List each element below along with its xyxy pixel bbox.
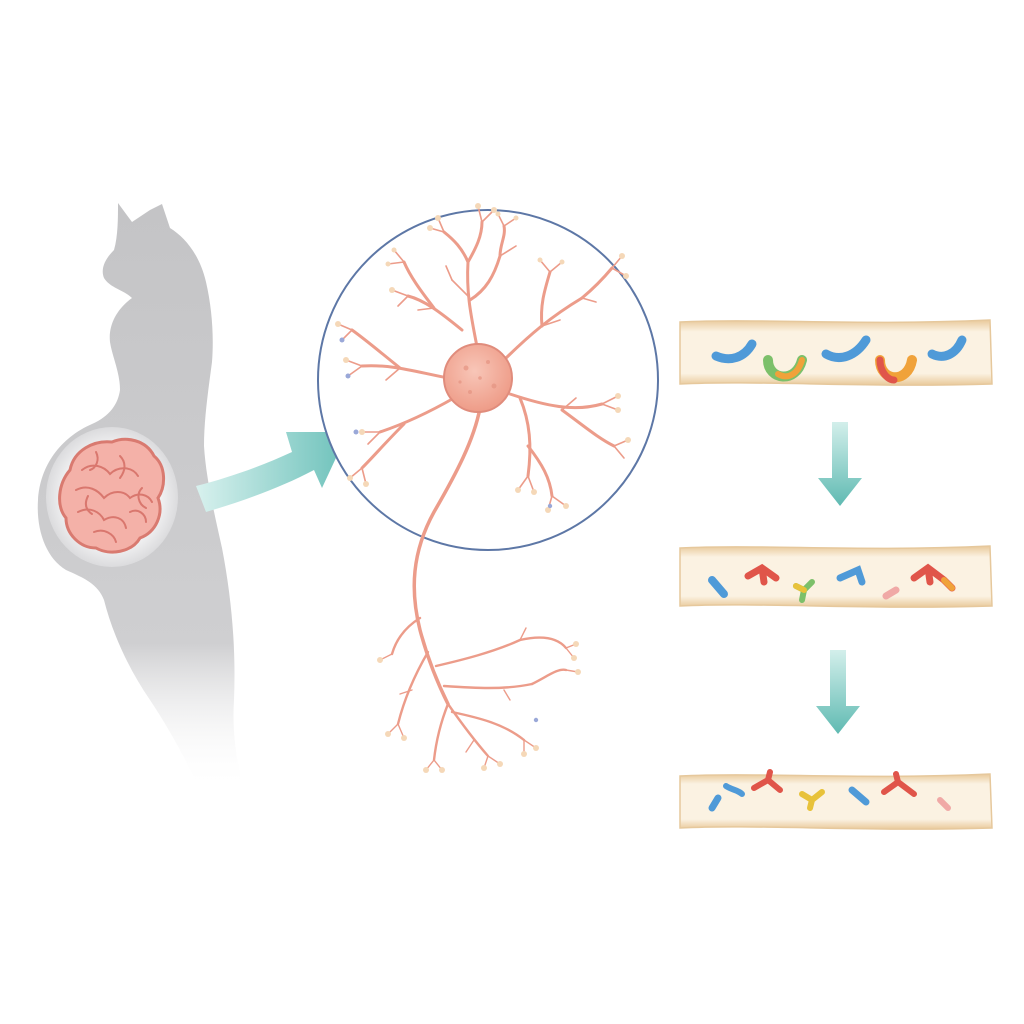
fetal-brain-icon xyxy=(58,437,165,554)
down-arrow-icon xyxy=(818,422,862,506)
molecule-group-3 xyxy=(708,769,951,812)
molecule-strip-2 xyxy=(679,545,993,608)
molecule-strip-3 xyxy=(679,769,993,830)
molecule-group-1 xyxy=(711,335,967,384)
curved-arrow-icon xyxy=(196,432,348,512)
neuron-icon xyxy=(335,203,631,773)
molecule-strip-1 xyxy=(679,319,993,386)
down-arrow-icon xyxy=(816,650,860,734)
molecule-group-2 xyxy=(708,563,956,603)
